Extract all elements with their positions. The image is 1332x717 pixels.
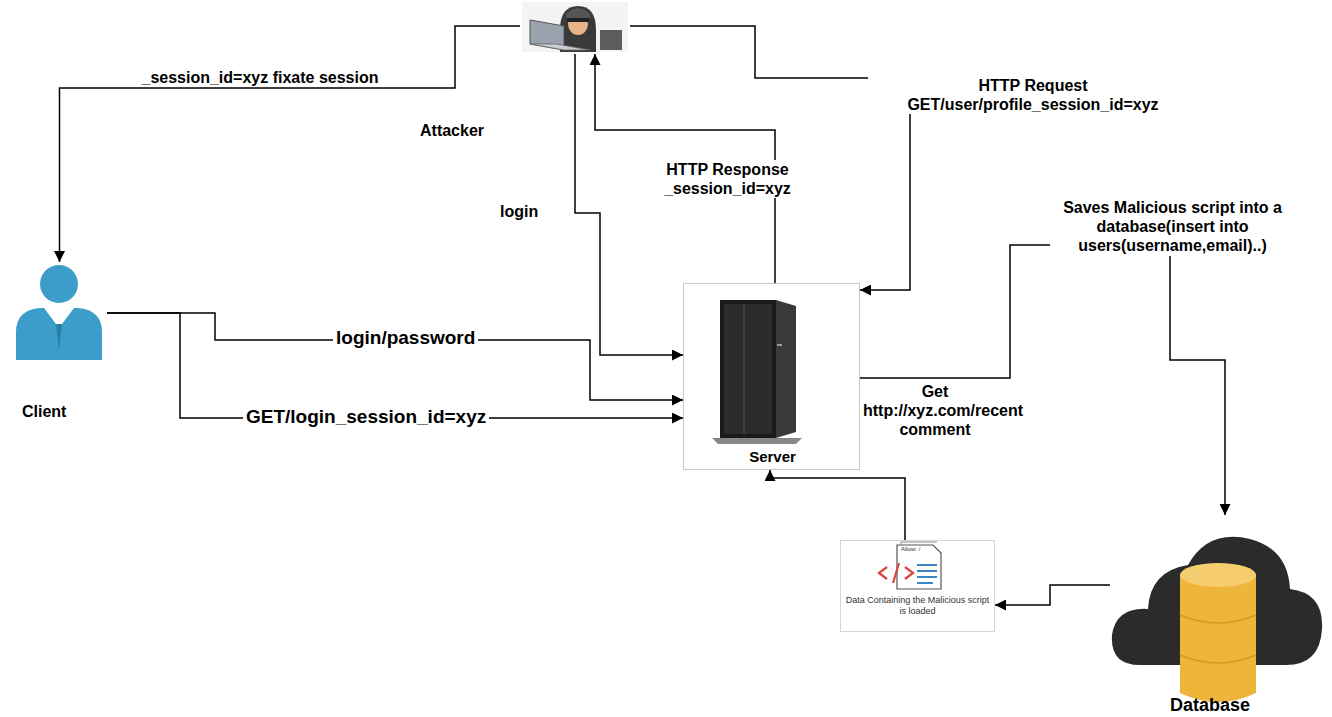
edge-label: GET/login_session_id=xyz (243, 406, 489, 429)
edge-label: HTTP Request GET/user/profile_session_id… (868, 76, 1198, 114)
connector-arrow (60, 26, 521, 262)
edge-label: login/password (333, 327, 478, 350)
node-icon (684, 284, 861, 469)
script-node: Allow: / Data Containing the Malicious sc… (840, 540, 995, 632)
connector-arrow (995, 585, 1110, 605)
attacker-node: Attacker (520, 0, 630, 54)
node-label: Attacker (420, 121, 484, 140)
client-node: Client (12, 262, 107, 362)
node-label: Database (1170, 695, 1250, 717)
edge-label: _session_id=xyz fixate session (135, 68, 385, 87)
database-node: Database (1110, 515, 1325, 695)
node-label: Client (22, 402, 66, 421)
connector-arrow (630, 26, 910, 290)
edge-label: Saves Malicious script into a database(i… (1050, 198, 1295, 256)
note-label: Get http://xyz.com/recent comment (860, 382, 1010, 440)
connector-arrow (770, 470, 905, 540)
node-label: Server (684, 448, 861, 466)
node-label: Data Containing the Malicious script is … (845, 595, 990, 617)
node-icon (1110, 515, 1325, 715)
server-node: Server (683, 283, 860, 470)
connector-arrow (107, 313, 683, 418)
edge-label: login (497, 202, 541, 221)
node-icon (12, 262, 107, 362)
node-icon (520, 0, 630, 54)
connector-arrow (860, 245, 1225, 515)
connector-arrow (575, 54, 683, 355)
connector-arrow (107, 313, 683, 400)
edge-label: HTTP Response _session_id=xyz (640, 160, 815, 198)
node-label: Allow: / (901, 546, 920, 553)
